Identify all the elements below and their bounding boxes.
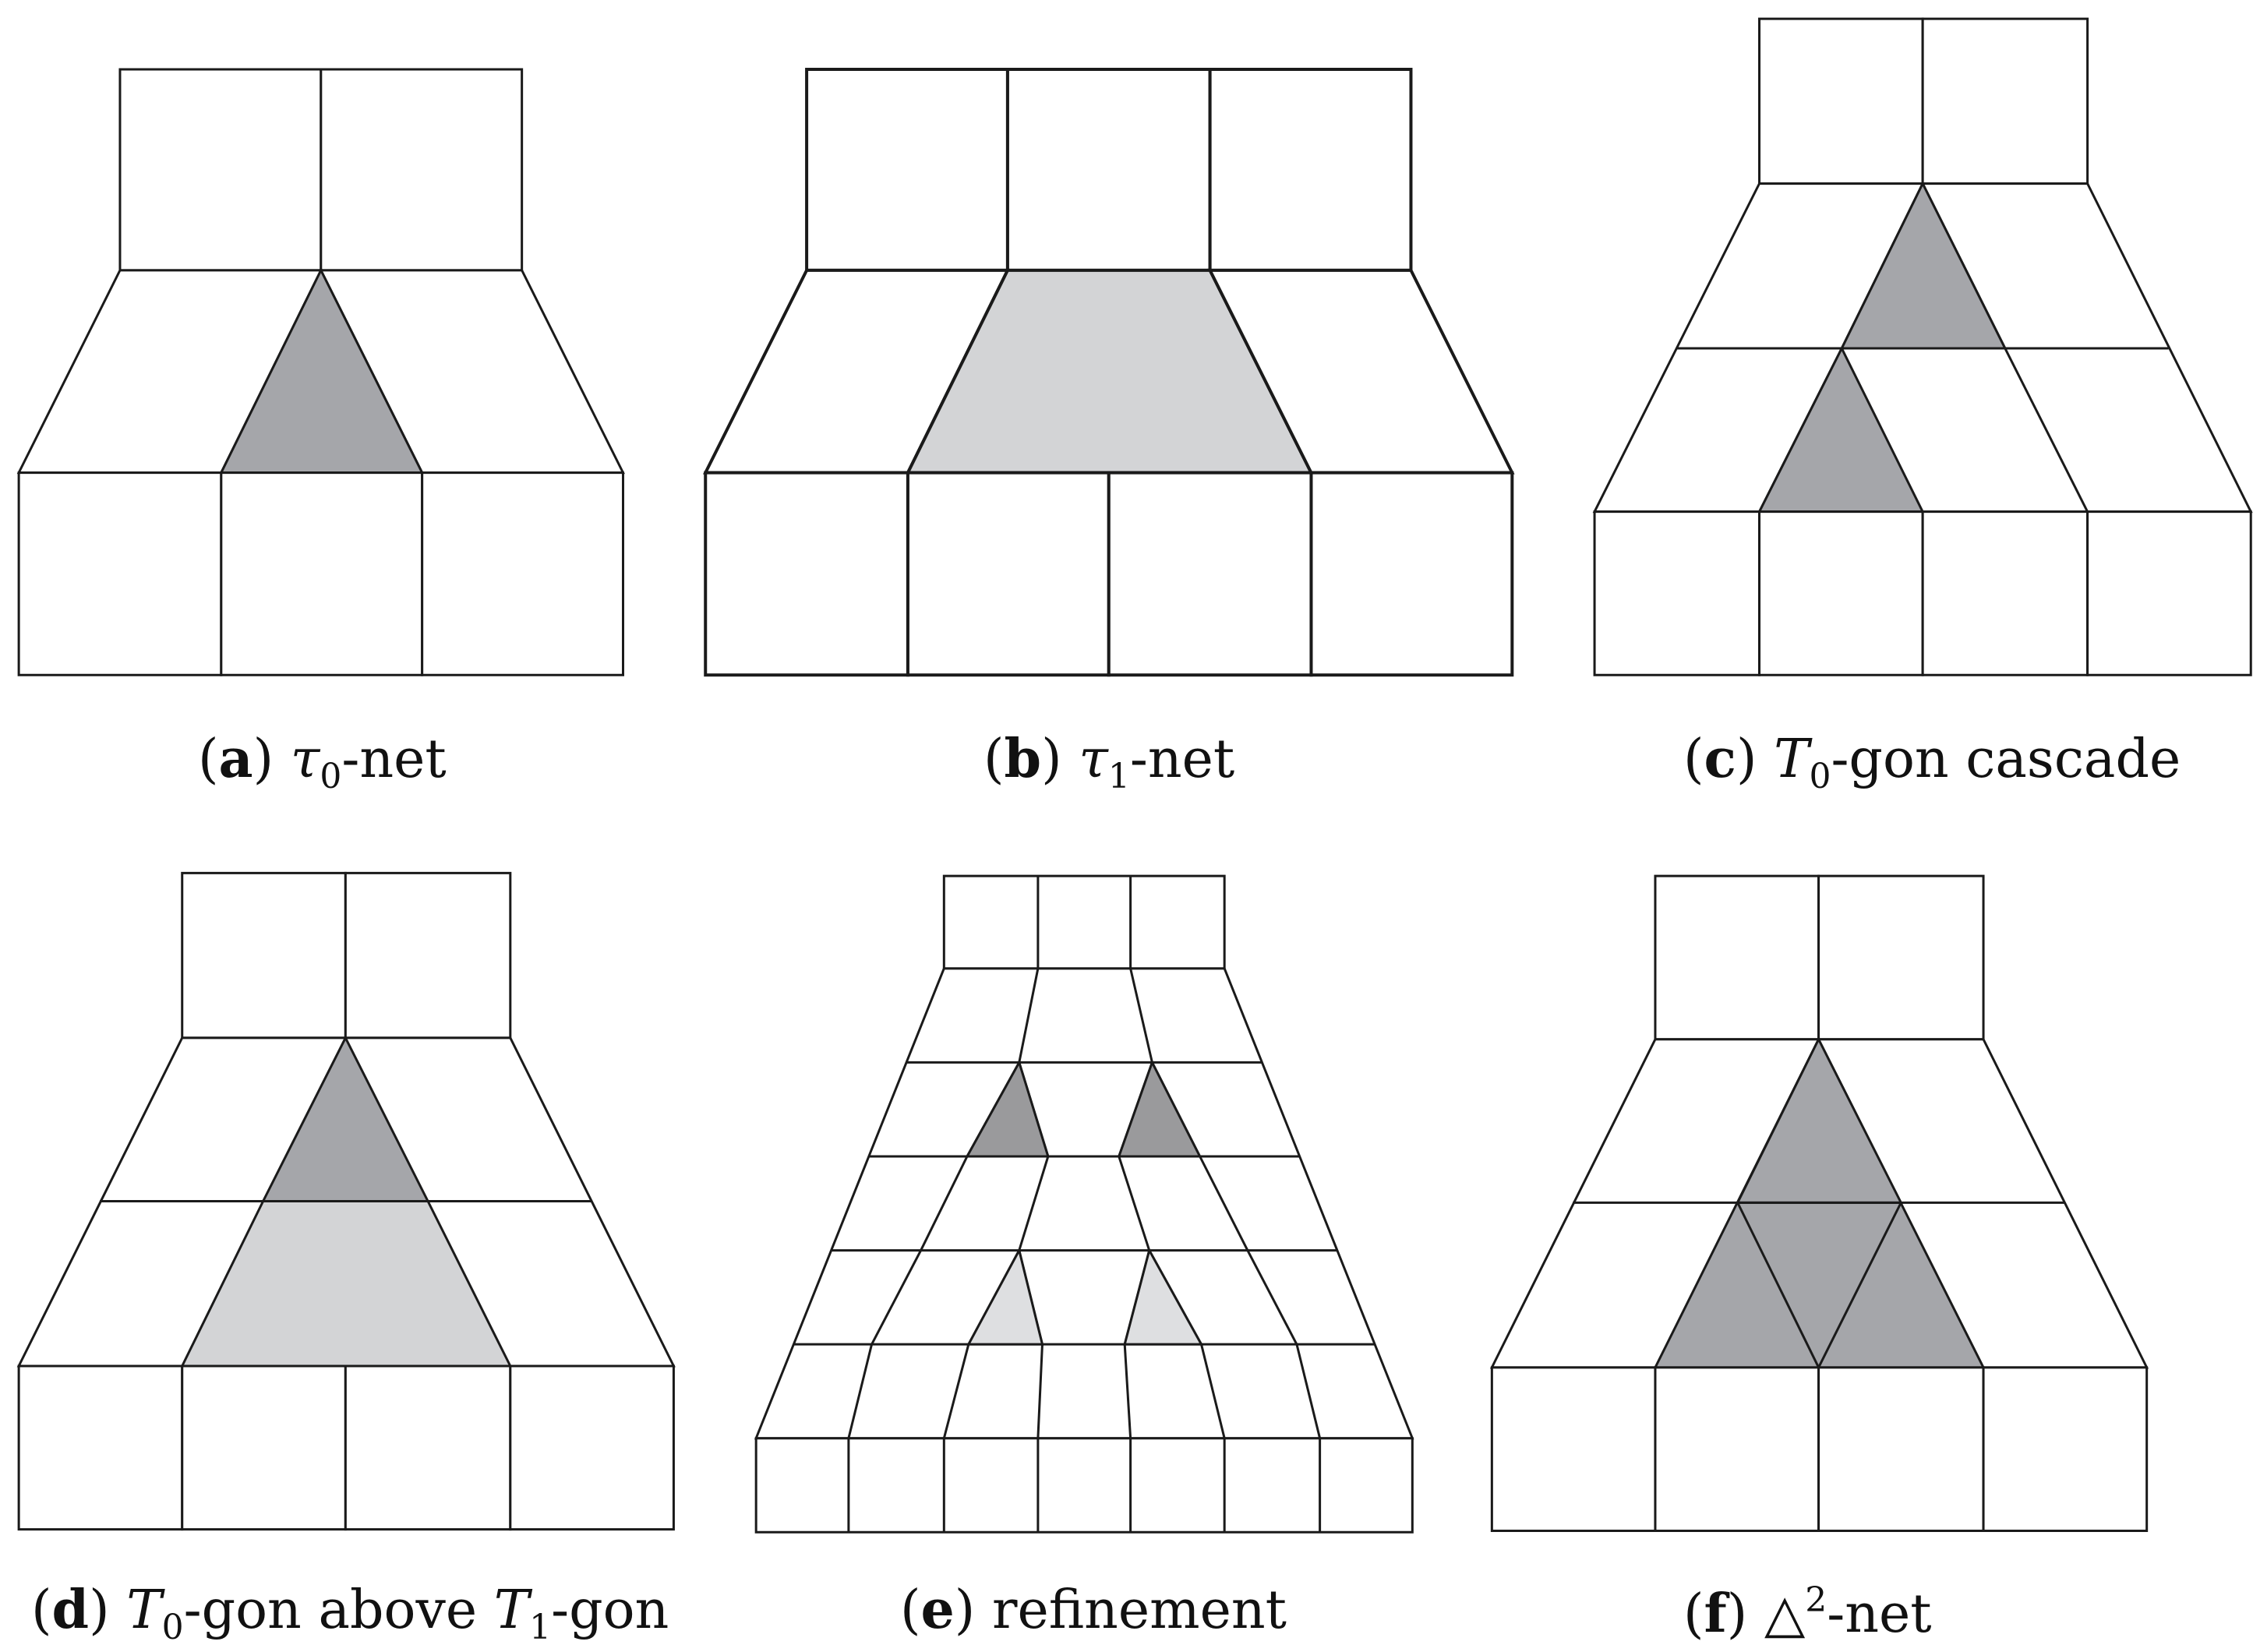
refined-band [754, 967, 1414, 1440]
caption-d-symbol2: T [493, 1580, 530, 1641]
bottom-cell [220, 471, 424, 676]
net-edge [1295, 1343, 1322, 1439]
caption-b: (b) τ1-net [983, 728, 1235, 796]
top-block [942, 874, 1226, 970]
caption-c-symbol: T [1774, 729, 1810, 790]
top-cell [1208, 68, 1413, 272]
caption-d-label: d [51, 1579, 90, 1641]
bottom-cell [906, 471, 1111, 677]
caption-b-text: -net [1129, 729, 1235, 790]
net-edge [1200, 1343, 1226, 1439]
net-edge [942, 1343, 970, 1439]
bottom-cell [1593, 510, 1761, 676]
caption-f-sup: 2 [1805, 1580, 1827, 1620]
top-cell [1817, 874, 1985, 1041]
bottom-cell [1309, 471, 1514, 677]
top-cell [1758, 17, 1924, 185]
t0-triangle [261, 1035, 430, 1203]
panel-a-tau0-net [16, 68, 625, 676]
caption-e-text: refinement [991, 1580, 1287, 1641]
caption-f-label: f [1704, 1583, 1727, 1645]
net-edge [847, 1343, 874, 1439]
bottom-block [754, 1437, 1414, 1534]
top-cell [118, 68, 323, 272]
refined-dark-triangle-left [965, 1059, 1050, 1158]
caption-c: (c) T0-gon cascade [1683, 728, 2181, 796]
bottom-cell [1107, 471, 1313, 677]
panel-c-t0-gon-cascade [1592, 17, 2253, 676]
net-edge [1018, 1156, 1050, 1251]
net-edge [1246, 1249, 1298, 1345]
top-cell [181, 871, 347, 1040]
bottom-cell [1921, 510, 2089, 676]
caption-d-text2: -gon [551, 1580, 669, 1641]
caption-e: (e) refinement [900, 1579, 1287, 1641]
bottom-cell [509, 1364, 675, 1531]
caption-f-text: -net [1827, 1583, 1932, 1645]
caption-b-symbol: τ [1079, 729, 1108, 790]
caption-b-label: b [1004, 728, 1042, 790]
caption-f: (f) △2-net [1683, 1580, 1932, 1645]
caption-d-symbol: T [126, 1580, 162, 1641]
t0-triangle-upper [1839, 181, 2008, 350]
top-cell [1654, 874, 1820, 1041]
caption-c-sub: 0 [1809, 757, 1831, 796]
caption-a-symbol: τ [290, 729, 320, 790]
caption-d-sub2: 1 [529, 1608, 552, 1647]
inner-edge [1736, 1202, 1820, 1368]
refined-light-triangle-left [966, 1247, 1044, 1346]
inner-edge [1817, 1202, 1902, 1368]
caption-d-sub: 0 [161, 1608, 184, 1647]
caption-a-sub: 0 [320, 757, 342, 796]
caption-a-text: -net [341, 729, 447, 790]
net-edge [1129, 968, 1153, 1063]
panel-e-refinement [754, 874, 1414, 1534]
caption-d-text: -gon above [183, 1580, 494, 1641]
caption-c-label: c [1704, 728, 1736, 790]
net-edge [920, 1156, 969, 1251]
caption-a: (a) τ0-net [198, 728, 447, 796]
bottom-cell [1758, 510, 1924, 676]
bottom-cell [181, 1364, 347, 1531]
bottom-cell [421, 471, 625, 676]
bottom-cell [17, 1364, 184, 1531]
refined-light-triangle-right [1123, 1247, 1204, 1346]
top-cell [1921, 17, 2089, 185]
top-cell [1005, 68, 1212, 272]
net-edge [1118, 1156, 1151, 1251]
panel-f-triangle2-net [1489, 874, 2149, 1532]
net-edge [1036, 1344, 1044, 1438]
caption-e-label: e [920, 1579, 955, 1641]
net-edge [1018, 968, 1040, 1063]
refined-dark-triangle-right [1117, 1059, 1202, 1158]
net-edge [1123, 1344, 1132, 1438]
bottom-cell [1654, 1366, 1820, 1532]
caption-b-sub: 1 [1107, 757, 1130, 796]
net-edge [1199, 1156, 1249, 1251]
bottom-cell [344, 1364, 512, 1531]
panel-b-tau1-net [703, 68, 1515, 677]
bottom-cell [1817, 1366, 1985, 1532]
bottom-cell [2086, 510, 2252, 676]
caption-c-text: -gon cascade [1831, 729, 2181, 790]
net-edge [870, 1249, 922, 1345]
top-cell [805, 68, 1009, 272]
bottom-cell [704, 471, 909, 677]
cell-edge [2004, 348, 2089, 513]
bottom-cell [1490, 1366, 1657, 1532]
top-cell [344, 871, 512, 1040]
caption-f-symbol: △ [1764, 1583, 1806, 1645]
bottom-cell [1982, 1366, 2149, 1532]
panel-d-t0-gon-above-t1-gon [16, 871, 676, 1531]
top-cell [320, 68, 524, 272]
caption-a-label: a [218, 728, 253, 790]
caption-d: (d) T0-gon above T1-gon [31, 1579, 669, 1647]
bottom-cell [17, 471, 223, 676]
